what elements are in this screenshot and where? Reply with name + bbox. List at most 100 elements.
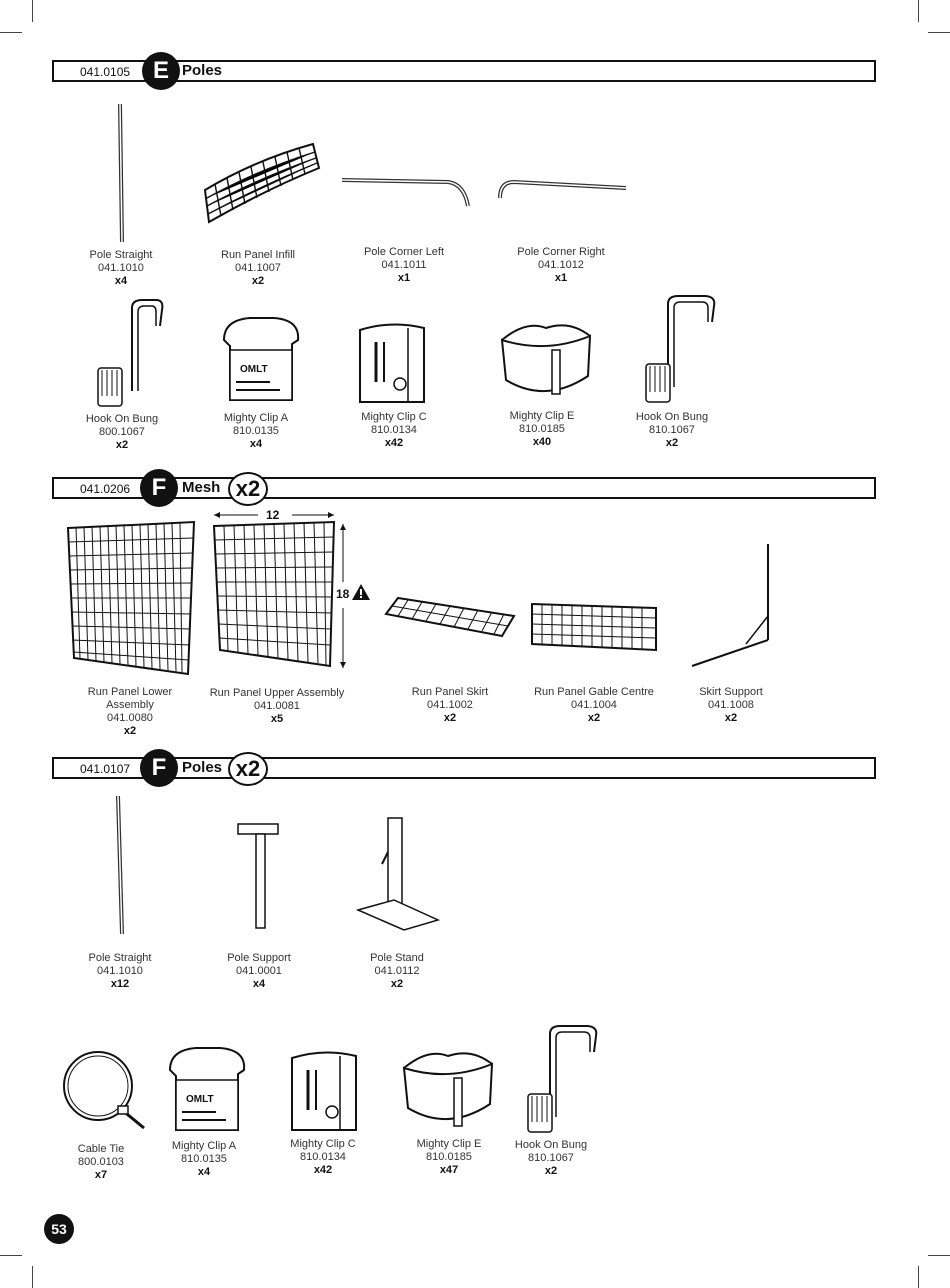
crop-mark (32, 1266, 33, 1288)
section-code: 041.0107 (80, 762, 131, 776)
part-code: 810.1067 (528, 1152, 574, 1164)
part-qty: x1 (397, 272, 411, 284)
part-code: 810.1067 (649, 424, 695, 436)
part-qty: x4 (114, 275, 128, 287)
part-name: Pole Straight (89, 249, 153, 261)
part-qty: x2 (123, 725, 137, 737)
part-name: Run Panel Upper Assembly (209, 687, 345, 699)
part-name: Pole Corner Left (363, 246, 445, 258)
part-code: 810.0135 (181, 1153, 227, 1165)
pole-straight-image (118, 103, 124, 243)
section-multiplier: x2 (228, 752, 268, 786)
part-code: 041.1011 (381, 259, 427, 271)
part-item: Pole Support 041.0001 x4 (189, 952, 329, 991)
section-title: Mesh (182, 479, 221, 496)
part-item: Pole Stand 041.0112 x2 (327, 952, 467, 991)
part-qty: x2 (544, 1165, 558, 1177)
section-title: Poles (182, 62, 223, 79)
part-name: Mighty Clip C (361, 411, 427, 423)
part-item: Skirt Support 041.1008 x2 (661, 686, 801, 725)
run-panel-infill-image (203, 142, 321, 224)
cable-tie-image (63, 1051, 145, 1130)
part-code: 810.0135 (233, 425, 279, 437)
run-panel-gable-centre-image (531, 602, 657, 652)
part-code: 041.0112 (374, 965, 420, 977)
part-code: 041.1004 (571, 699, 617, 711)
pole-stand-image (355, 817, 441, 931)
hook-on-bung-image (527, 1025, 598, 1133)
part-code: 041.0080 (107, 712, 153, 724)
skirt-support-image (691, 544, 769, 667)
mighty-clip-a-image: OMLT (222, 317, 300, 401)
run-panel-upper-assembly-image (212, 520, 336, 668)
part-name: Mighty Clip A (223, 412, 289, 424)
part-item: Run Panel Skirt 041.1002 x2 (380, 686, 520, 725)
part-name: Hook On Bung (514, 1139, 588, 1151)
part-item: Hook On Bung 810.1067 x2 (602, 411, 742, 450)
part-item: Run Panel Gable Centre 041.1004 x2 (524, 686, 664, 725)
part-code: 041.0001 (236, 965, 282, 977)
svg-text:OMLT: OMLT (240, 364, 268, 375)
pole-support-image (237, 823, 279, 929)
part-qty: x42 (313, 1164, 333, 1176)
crop-mark (918, 0, 919, 22)
dimension-width-label: 12 (266, 508, 280, 522)
part-qty: x4 (197, 1166, 211, 1178)
part-item: Mighty Clip E 810.0185 x40 (472, 410, 612, 449)
part-item: Pole Corner Left 041.1011 x1 (334, 246, 474, 285)
part-name: Skirt Support (699, 686, 763, 698)
part-code: 810.0134 (371, 424, 417, 436)
part-name: Run Panel Infill (221, 249, 295, 261)
part-code: 041.1002 (427, 699, 473, 711)
part-qty: x42 (384, 437, 404, 449)
section-code: 041.0105 (80, 65, 131, 79)
part-item: Run Panel Upper Assembly 041.0081 x5 (202, 687, 352, 726)
part-qty: x2 (665, 437, 679, 449)
part-qty: x2 (724, 712, 738, 724)
part-item: Hook On Bung 810.1067 x2 (481, 1139, 621, 1178)
part-name: Pole Stand (370, 952, 424, 964)
part-name: Hook On Bung (85, 413, 159, 425)
section-badge: F (140, 469, 178, 507)
part-qty: x5 (270, 713, 284, 725)
part-code: 810.0185 (519, 423, 565, 435)
mighty-clip-e-image (500, 324, 592, 395)
part-qty: x4 (252, 978, 266, 990)
run-panel-lower-assembly-image (66, 520, 196, 676)
crop-mark (0, 32, 22, 33)
part-item: Mighty Clip C 810.0134 x42 (253, 1138, 393, 1177)
section-badge: F (140, 749, 178, 787)
part-name: Pole Straight (88, 952, 152, 964)
part-item: Pole Straight 041.1010 x12 (50, 952, 190, 991)
dimension-height-arrow (340, 524, 346, 668)
crop-mark (32, 0, 33, 22)
part-qty: x1 (554, 272, 568, 284)
section-header-f-mesh: 041.0206 F Mesh x2 (52, 469, 876, 507)
section-header-e: 041.0105 E Poles (52, 52, 876, 90)
part-code: 041.1010 (98, 262, 144, 274)
part-name: Mighty Clip C (290, 1138, 356, 1150)
part-name: Hook On Bung (635, 411, 709, 423)
crop-mark (0, 1255, 22, 1256)
part-item: Mighty Clip A 810.0135 x4 (134, 1140, 274, 1179)
part-name: Run Panel Skirt (411, 686, 489, 698)
part-qty: x2 (251, 275, 265, 287)
dimension-width-arrow (214, 512, 334, 518)
section-title: Poles (182, 759, 223, 776)
part-code: 800.0103 (78, 1156, 124, 1168)
part-item: Pole Straight 041.1010 x4 (51, 249, 191, 288)
part-qty: x2 (587, 712, 601, 724)
section-badge: E (142, 52, 180, 90)
svg-text:OMLT: OMLT (186, 1094, 214, 1105)
crop-mark (928, 1255, 950, 1256)
section-code: 041.0206 (80, 482, 131, 496)
part-code: 810.0134 (300, 1151, 346, 1163)
part-qty: x4 (249, 438, 263, 450)
part-name: Pole Corner Right (517, 246, 605, 258)
dimension-height-label: 18 (336, 587, 350, 601)
pole-straight-image (116, 795, 124, 935)
part-qty: x2 (443, 712, 457, 724)
crop-mark (928, 32, 950, 33)
part-qty: x40 (532, 436, 552, 448)
part-item: Run Panel Infill 041.1007 x2 (188, 249, 328, 288)
